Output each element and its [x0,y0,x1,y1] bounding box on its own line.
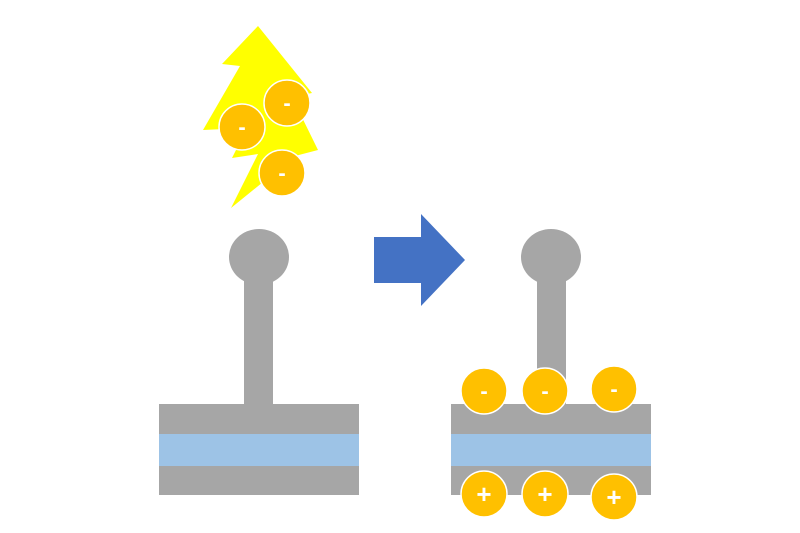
plus-charge-icon [590,473,638,521]
upper-plate [159,404,359,434]
electroscope-knob [229,229,289,285]
bottom-charge: + [590,473,638,521]
bottom-charge: + [460,470,508,518]
charge-sign: - [283,91,290,116]
charge-sign: - [238,115,245,140]
charge-sign: - [480,379,487,404]
lower-plate [159,466,359,495]
insulator-layer [159,434,359,466]
top-charge: - [460,367,508,415]
lightning-charge: - [258,149,306,197]
charge-sign: - [278,161,285,186]
minus-charge-icon [521,367,569,415]
charge-sign: - [610,377,617,402]
plus-charge-icon [460,470,508,518]
charge-sign: + [606,482,621,512]
electroscope-knob [521,229,581,285]
right-arrow-icon [374,214,465,306]
top-charge: - [521,367,569,415]
electroscope-after [451,229,651,495]
plus-charge-icon [521,470,569,518]
bottom-charge: + [521,470,569,518]
electroscope-rod [244,270,273,406]
lightning-charge: - [263,79,311,127]
minus-charge-icon [460,367,508,415]
charge-sign: + [537,479,552,509]
charge-sign: - [541,379,548,404]
top-charge: - [590,365,638,413]
charge-sign: + [476,479,491,509]
lightning-charge: - [218,103,266,151]
minus-charge-icon [263,79,311,127]
insulator-layer [451,434,651,466]
minus-charge-icon [218,103,266,151]
minus-charge-icon [590,365,638,413]
minus-charge-icon [258,149,306,197]
electroscope-before [159,229,359,495]
